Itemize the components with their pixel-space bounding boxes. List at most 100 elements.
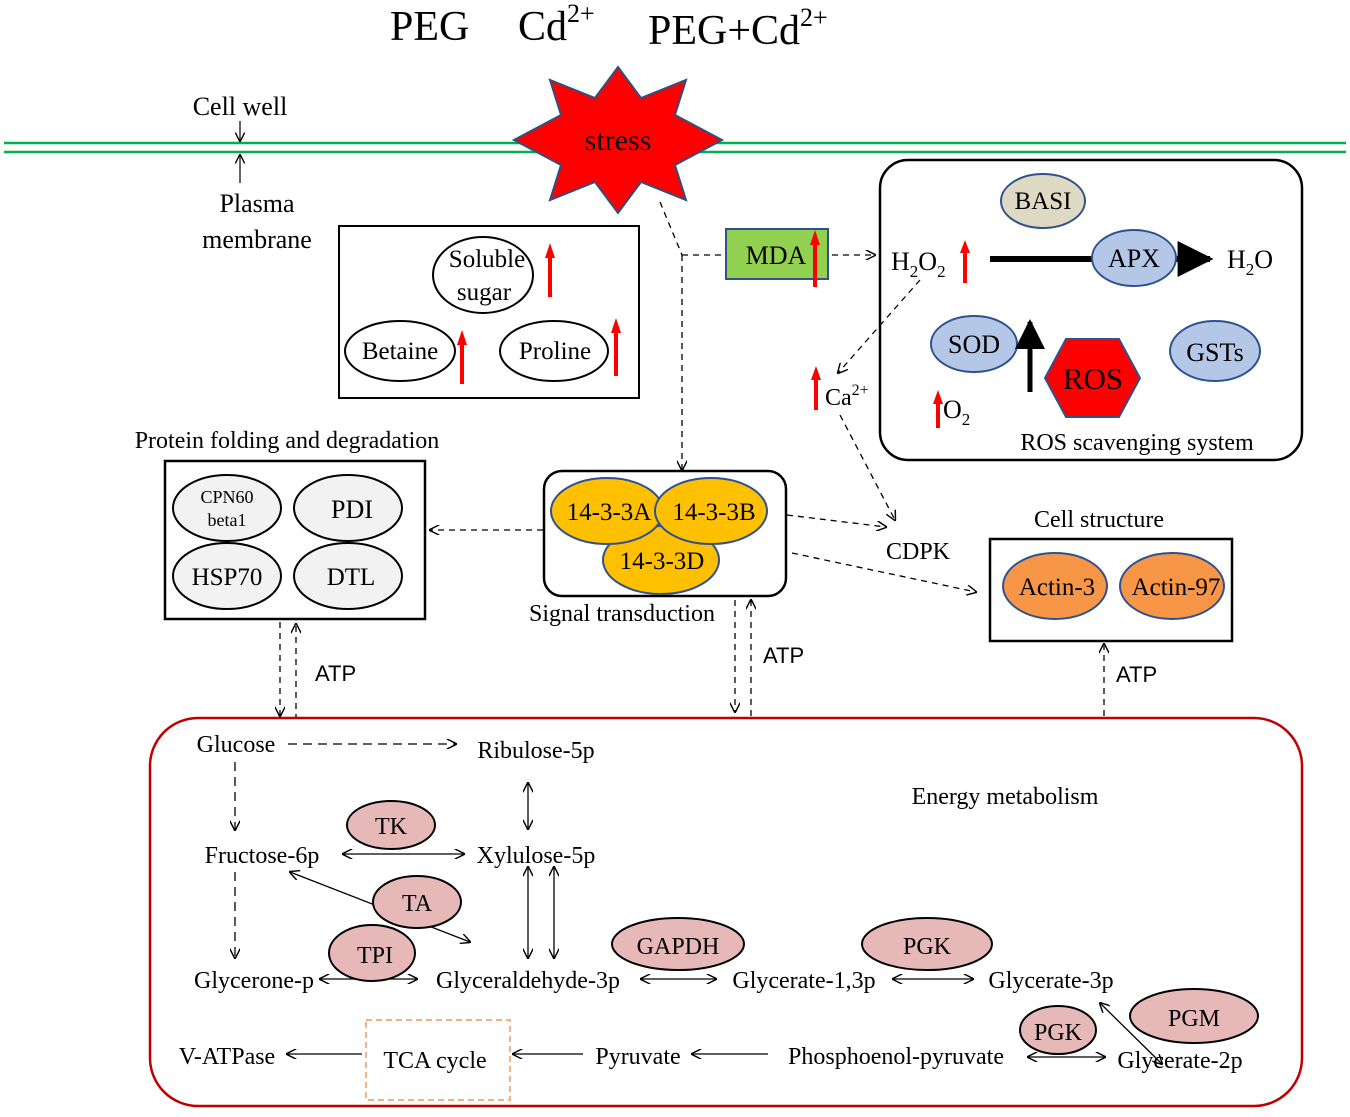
atp-middle-label: ATP <box>763 643 804 668</box>
glucose-label: Glucose <box>197 732 276 758</box>
vatpase-label: V-ATPase <box>179 1044 275 1070</box>
gapdh-label: GAPDH <box>637 934 720 960</box>
protein-folding-title: Protein folding and degradation <box>135 428 440 454</box>
pgk-top-label: PGK <box>903 934 952 960</box>
sod-label: SOD <box>948 330 1000 359</box>
glycerate2p-label: Glycerate-2p <box>1117 1048 1242 1074</box>
stress-star-shape <box>511 65 725 215</box>
tpi-node <box>328 924 416 982</box>
gsts-node <box>1169 320 1261 382</box>
pgk-top-node <box>861 917 993 971</box>
pdi-label: PDI <box>331 495 373 524</box>
ribulose-label: Ribulose-5p <box>477 738 594 764</box>
up-arrow-soluble-sugar <box>545 243 555 297</box>
header-peg: PEG <box>390 4 469 50</box>
tk-node <box>346 800 436 850</box>
glycerate3p-label: Glycerate-3p <box>988 968 1113 994</box>
cpn60-label-2: beta1 <box>208 510 247 530</box>
cdpk-label: CDPK <box>886 539 951 565</box>
xylulose-label: Xylulose-5p <box>477 843 596 869</box>
up-arrow-h2o2 <box>960 240 970 283</box>
tca-cycle-box <box>365 1019 511 1101</box>
soluble-sugar-label-2: sugar <box>457 279 512 306</box>
glycerate13-label: Glycerate-1,3p <box>732 968 875 994</box>
tca-label: TCA cycle <box>383 1048 486 1074</box>
mda-label: MDA <box>746 241 807 270</box>
pep-label: Phosphoenol-pyruvate <box>788 1044 1004 1070</box>
header-cd: Cd2+ <box>518 0 595 50</box>
signal-to-cdpk <box>786 514 886 527</box>
soluble-sugar-node <box>432 236 534 314</box>
up-arrow-betaine <box>457 330 467 384</box>
ros-system-box <box>878 158 1304 462</box>
atp-right-label: ATP <box>1116 662 1157 687</box>
calcium-label: Ca2+ <box>825 382 869 411</box>
14-3-3d-label: 14-3-3D <box>620 548 705 575</box>
glyceraldehyde-label: Glyceraldehyde-3p <box>436 968 620 994</box>
pgk-bottom-label: PGK <box>1034 1020 1083 1046</box>
betaine-node <box>344 320 456 382</box>
cell-wall-label: Cell well <box>193 92 288 121</box>
up-arrow-proline <box>611 318 621 376</box>
signal-title: Signal transduction <box>529 601 715 627</box>
basi-node <box>1000 173 1086 229</box>
proline-label: Proline <box>519 338 591 365</box>
hsp70-node <box>172 542 282 610</box>
atp-left-label: ATP <box>315 661 356 686</box>
cpn60-label-1: CPN60 <box>200 487 253 507</box>
cpn60-node <box>172 474 282 542</box>
fructose-label: Fructose-6p <box>205 843 320 869</box>
glycerate3p-glycerate2p <box>1100 1003 1162 1064</box>
stress-signal-lines <box>430 201 976 592</box>
ta-label: TA <box>402 891 433 917</box>
dtl-label: DTL <box>327 564 376 591</box>
pdi-node <box>293 474 403 542</box>
pgm-label: PGM <box>1168 1006 1220 1032</box>
stress-to-junction <box>659 201 683 256</box>
pgm-node <box>1129 988 1259 1044</box>
cell-structure-title: Cell structure <box>1034 507 1164 533</box>
actin3-label: Actin-3 <box>1019 574 1095 601</box>
basi-label: BASI <box>1015 188 1072 215</box>
up-arrow-o2 <box>933 390 943 428</box>
glycerone-label: Glycerone-p <box>194 968 314 994</box>
plasma-label-line2: membrane <box>202 225 312 254</box>
up-arrow-calcium <box>811 366 821 410</box>
pgk-bottom-node <box>1019 1005 1097 1055</box>
pyruvate-label: Pyruvate <box>595 1044 680 1070</box>
h2o-label: H2O <box>1227 245 1273 279</box>
proline-node <box>499 320 609 382</box>
calcium-to-cdpk <box>839 414 895 520</box>
h2o2-label: H2O2 <box>891 247 946 281</box>
14-3-3b-label: 14-3-3B <box>672 499 755 526</box>
ros-system-title: ROS scavenging system <box>1020 430 1254 456</box>
h2o2-to-calcium <box>838 279 921 373</box>
gapdh-node <box>611 917 745 971</box>
gsts-label: GSTs <box>1186 338 1243 367</box>
increase-arrows <box>457 230 970 428</box>
energy-title: Energy metabolism <box>912 784 1099 810</box>
soluble-sugar-label-1: Soluble <box>449 246 525 273</box>
actin97-label: Actin-97 <box>1132 574 1221 601</box>
energy-metabolism-box <box>148 716 1304 1108</box>
actin97-node <box>1119 552 1225 620</box>
ta-node <box>372 875 462 929</box>
tpi-label: TPI <box>357 943 393 969</box>
plasma-label-line1: Plasma <box>219 189 295 218</box>
betaine-label: Betaine <box>362 338 438 365</box>
actin3-node <box>1002 552 1108 620</box>
mda-box <box>725 228 829 280</box>
signal-to-cell-structure <box>791 552 976 592</box>
14-3-3a-label: 14-3-3A <box>567 499 652 526</box>
dtl-node <box>293 542 403 610</box>
up-arrow-mda <box>810 230 820 287</box>
energy-enzymes <box>328 800 1259 1055</box>
header-peg-cd: PEG+Cd2+ <box>648 3 828 54</box>
14-3-3b-node <box>654 477 768 545</box>
apx-node <box>1091 229 1177 287</box>
o2-label: O2 <box>943 395 970 429</box>
tk-label: TK <box>375 814 408 840</box>
stress-label: stress <box>585 124 652 157</box>
